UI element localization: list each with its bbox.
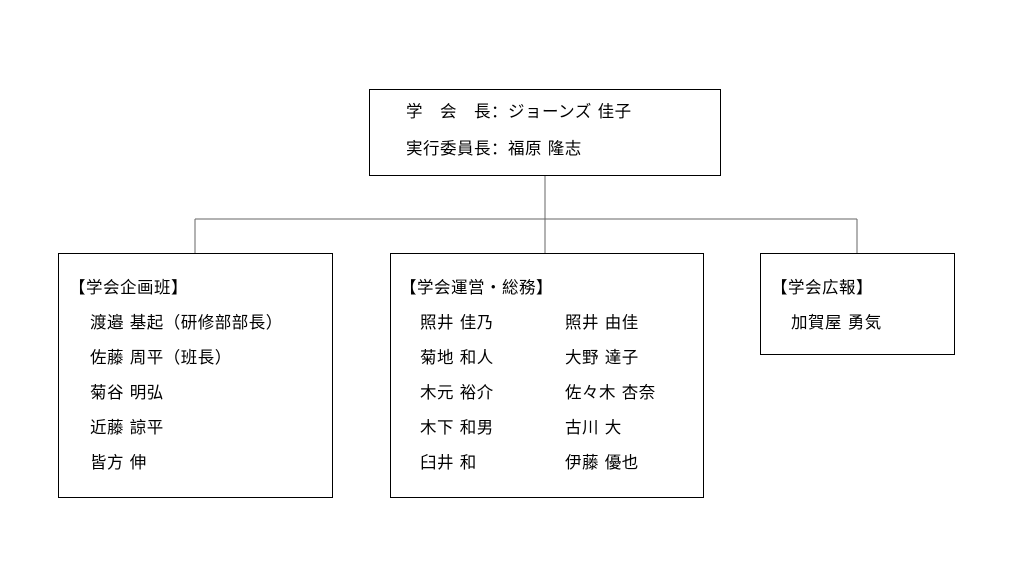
operations-member: 臼井 和 [420,453,477,472]
operations-member: 木下 和男 [420,418,494,437]
president-role-label: 学 会 長 [406,102,491,121]
operations-member: 大野 達子 [565,348,639,367]
planning-member: 近藤 諒平 [90,418,164,437]
operations-member: 伊藤 優也 [565,453,639,472]
president-name: ジョーンズ 佳子 [508,102,632,121]
president-row: 学 会 長：ジョーンズ 佳子 [406,102,632,122]
operations-member: 古川 大 [565,418,622,437]
planning-team-box: 【学会企画班】 渡邉 基起（研修部部長） 佐藤 周平（班長） 菊谷 明弘 近藤 … [58,253,333,498]
pr-member: 加賀屋 勇気 [791,313,882,332]
planning-heading: 【学会企画班】 [69,278,188,297]
committee-chair-name: 福原 隆志 [508,139,582,158]
operations-member: 菊地 和人 [420,348,494,367]
president-separator: ： [491,102,508,121]
planning-member: 皆方 伸 [90,453,147,472]
operations-team-box: 【学会運営・総務】 照井 佳乃 菊地 和人 木元 裕介 木下 和男 臼井 和 照… [390,253,704,498]
operations-member: 照井 由佳 [565,313,639,332]
leadership-box: 学 会 長：ジョーンズ 佳子 実行委員長：福原 隆志 [369,89,721,176]
planning-member: 菊谷 明弘 [90,383,164,402]
pr-heading: 【学会広報】 [771,278,873,297]
planning-member: 渡邉 基起（研修部部長） [90,313,283,332]
pr-team-box: 【学会広報】 加賀屋 勇気 [760,253,955,355]
committee-separator: ： [491,139,508,158]
planning-member: 佐藤 周平（班長） [90,348,232,367]
operations-member: 木元 裕介 [420,383,494,402]
committee-chair-row: 実行委員長：福原 隆志 [406,139,582,159]
operations-heading: 【学会運営・総務】 [400,278,553,297]
operations-member: 照井 佳乃 [420,313,494,332]
committee-role-label: 実行委員長 [406,139,491,158]
operations-member: 佐々木 杏奈 [565,383,656,402]
